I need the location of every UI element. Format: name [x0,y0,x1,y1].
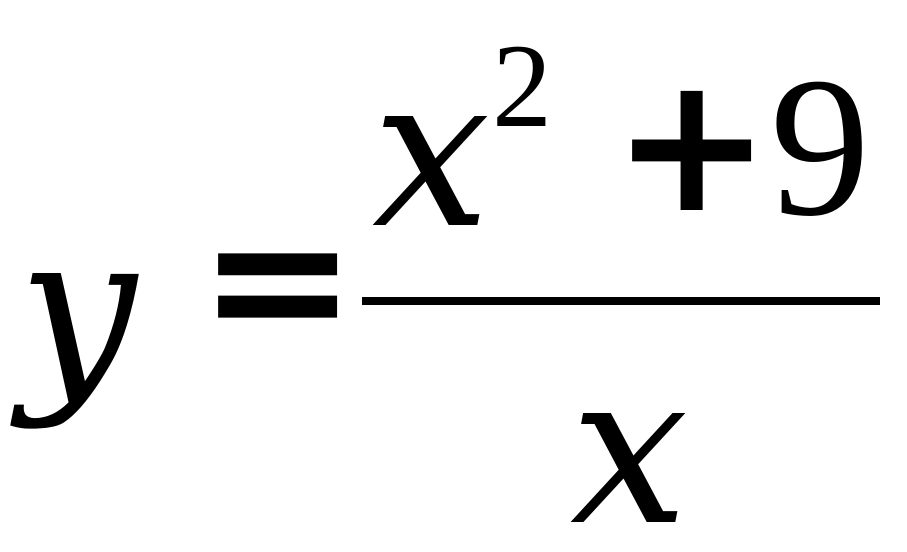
equals-sign: = [198,169,358,390]
numerator-exponent: 2 [492,19,552,152]
numerator-operator: + [612,34,772,255]
numerator-constant: 9 [770,37,870,258]
numerator-base: x [372,30,491,275]
fraction-bar [362,297,880,305]
denominator-variable: x [570,327,689,552]
lhs-variable: y [18,187,137,432]
